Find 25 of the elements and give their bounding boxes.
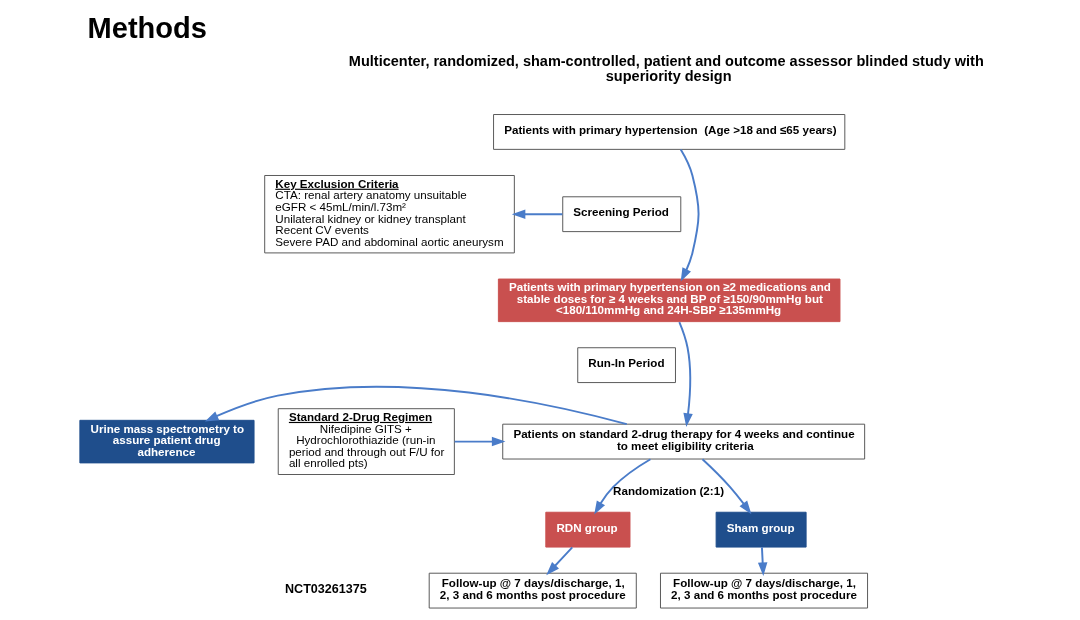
arrow <box>594 458 652 515</box>
node-box: Standard 2-Drug Regimen Nifedipine GITS + Hydrochlorothiazide (run-in period and through out F/U for all enrolled pts) <box>277 408 455 475</box>
edge-label: Randomization (2:1) <box>613 484 724 498</box>
arrow <box>679 148 700 282</box>
arrow <box>511 209 564 219</box>
diagram-title: Methods <box>87 12 207 45</box>
node-box: Key Exclusion Criteria CTA: renal artery anatomy unsuitable eGFR < 45mL/min/l.73m² Unilateral kidney or kidney transplant Recent CV events Severe PAD and abdominal aortic aneurysm <box>264 175 515 254</box>
arrow <box>701 458 752 515</box>
node-box: Follow-up @ 7 days/discharge, 1, 2, 3 and 6 months post procedure <box>428 572 637 609</box>
arrow <box>204 385 628 426</box>
node-box: Sham group <box>715 511 807 548</box>
arrow <box>546 546 574 576</box>
node-box: Urine mass spectrometry to assure patient drug adherence <box>79 419 255 464</box>
arrow <box>757 546 768 576</box>
arrow <box>453 436 506 447</box>
node-box: Run-In Period <box>577 347 676 384</box>
arrow <box>678 321 693 427</box>
node-box: Follow-up @ 7 days/discharge, 1, 2, 3 and 6 months post procedure <box>660 572 869 609</box>
node-box: Patients with primary hypertension (Age >18 and ≤65 years) <box>493 114 846 150</box>
label: Multicenter, randomized, sham-controlled, patient and outcome assessor blinded study with superiority design <box>348 53 984 84</box>
label: NCT03261375 <box>285 581 367 596</box>
node-box: RDN group <box>545 511 631 548</box>
node-box: Screening Period <box>562 196 682 233</box>
node-box: Patients on standard 2-drug therapy for 4 weeks and continue to meet eligibility criteria <box>502 423 866 460</box>
node-box: Patients with primary hypertension on ≥2 medications and stable doses for ≥ 4 weeks and BP of ≥150/90mmHg but <180/110mmHg and 24H-SBP ≥135mmHg <box>497 278 841 323</box>
